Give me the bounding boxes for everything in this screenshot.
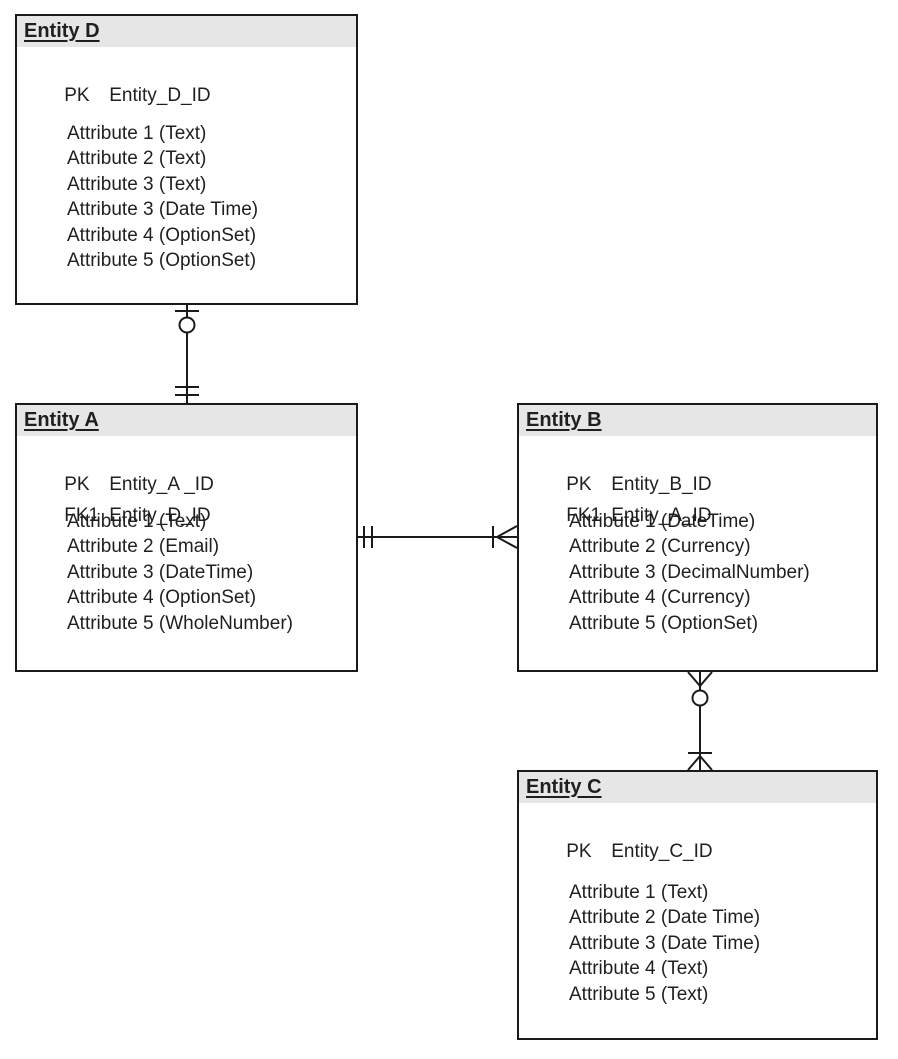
entity-a-body: PK Entity_A _ID FK1 Entity_D_ID Attribute …: [17, 436, 356, 636]
entity-b-primary-key-row: PK Entity_B_ID: [519, 447, 876, 495]
attribute-row: Attribute 5 (OptionSet): [569, 612, 759, 634]
key-name: Entity_B_ID: [611, 474, 712, 495]
key-name: Entity_D_ID: [109, 85, 211, 106]
key-tag: PK: [566, 841, 592, 862]
attribute-row: Attribute 4 (OptionSet): [67, 224, 257, 246]
key-tag: PK: [566, 474, 592, 495]
key-name: Entity_D_ID: [109, 505, 211, 526]
cardinality-zero-or-one-icon: [175, 311, 199, 333]
relationship-b-c[interactable]: [688, 672, 712, 770]
entity-a-header: Entity A: [17, 405, 356, 436]
cardinality-one-or-many-icon: [493, 526, 517, 548]
key-tag: FK1: [64, 505, 100, 526]
entity-d-attribute-list: Attribute 1 (Text) Attribute 2 (Text) At…: [17, 121, 356, 273]
attribute-row: Attribute 5 (WholeNumber): [67, 612, 293, 634]
attribute-row: Attribute 2 (Date Time): [569, 907, 761, 929]
attribute-row: Attribute 5 (Text): [569, 983, 709, 1005]
key-name: Entity_A_ID: [611, 505, 712, 526]
attribute-row: Attribute 3 (DateTime): [67, 561, 254, 583]
attribute-row: Attribute 2 (Currency): [569, 536, 751, 558]
attribute-row: Attribute 3 (DecimalNumber): [569, 561, 810, 583]
key-tag: PK: [64, 85, 90, 106]
entity-d-title: Entity D: [24, 20, 100, 42]
key-tag: FK1: [566, 505, 602, 526]
key-name: Entity_A _ID: [109, 474, 214, 495]
attribute-row: Attribute 2 (Text): [67, 148, 207, 170]
attribute-row: Attribute 1 (Text): [67, 123, 207, 144]
entity-c-body: PK Entity_C_ID Attribute 1 (Text) Attribu…: [519, 803, 876, 1007]
relationship-d-a[interactable]: [175, 305, 199, 403]
entity-b-foreign-key-row: FK1 Entity_A_ID: [519, 478, 876, 526]
entity-d-header: Entity D: [17, 16, 356, 47]
attribute-row: Attribute 1 (DateTime): [569, 511, 756, 532]
entity-box-entity-c[interactable]: Entity C PK Entity_C_ID Attribute 1 (Text…: [517, 770, 878, 1040]
key-tag: PK: [64, 474, 90, 495]
entity-b-body: PK Entity_B_ID FK1 Entity_A_ID Attribute 1…: [519, 436, 876, 636]
cardinality-zero-or-many-icon: [688, 672, 712, 706]
entity-a-foreign-key-row: FK1 Entity_D_ID: [17, 478, 356, 526]
entity-a-attribute-list: Attribute 1 (Text) Attribute 2 (Email) A…: [17, 509, 356, 636]
key-name: Entity_C_ID: [611, 841, 713, 862]
entity-d-body: PK Entity_D_ID Attribute 1 (Text) Attribu…: [17, 47, 356, 273]
entity-a-primary-key-row: PK Entity_A _ID: [17, 447, 356, 495]
entity-box-entity-d[interactable]: Entity D PK Entity_D_ID Attribute 1 (Text…: [15, 14, 358, 305]
attribute-row: Attribute 1 (Text): [569, 882, 709, 903]
entity-b-attribute-list: Attribute 1 (DateTime) Attribute 2 (Curr…: [519, 509, 876, 636]
attribute-row: Attribute 5 (OptionSet): [67, 249, 257, 271]
entity-c-title: Entity C: [526, 776, 602, 798]
attribute-row: Attribute 3 (Date Time): [67, 199, 259, 221]
entity-box-entity-a[interactable]: Entity A PK Entity_A _ID FK1 Entity_D_ID A…: [15, 403, 358, 672]
attribute-row: Attribute 3 (Text): [67, 173, 207, 195]
entity-c-attribute-list: Attribute 1 (Text) Attribute 2 (Date Tim…: [519, 880, 876, 1007]
entity-c-primary-key-row: PK Entity_C_ID: [519, 814, 876, 862]
cardinality-one-and-only-one-icon: [364, 526, 372, 548]
attribute-row: Attribute 4 (Currency): [569, 587, 751, 609]
cardinality-one-or-many-icon: [688, 753, 712, 770]
attribute-row: Attribute 4 (OptionSet): [67, 587, 257, 609]
entity-a-title: Entity A: [24, 409, 99, 431]
entity-b-header: Entity B: [519, 405, 876, 436]
attribute-row: Attribute 4 (Text): [569, 958, 709, 980]
entity-b-title: Entity B: [526, 409, 602, 431]
attribute-row: Attribute 3 (Date Time): [569, 932, 761, 954]
entity-d-primary-key-row: PK Entity_D_ID: [17, 58, 356, 106]
relationship-a-b[interactable]: [357, 526, 517, 548]
cardinality-one-and-only-one-icon: [175, 387, 199, 395]
attribute-row: Attribute 1 (Text): [67, 511, 207, 532]
entity-box-entity-b[interactable]: Entity B PK Entity_B_ID FK1 Entity_A_ID At…: [517, 403, 878, 672]
entity-c-header: Entity C: [519, 772, 876, 803]
attribute-row: Attribute 2 (Email): [67, 536, 220, 558]
